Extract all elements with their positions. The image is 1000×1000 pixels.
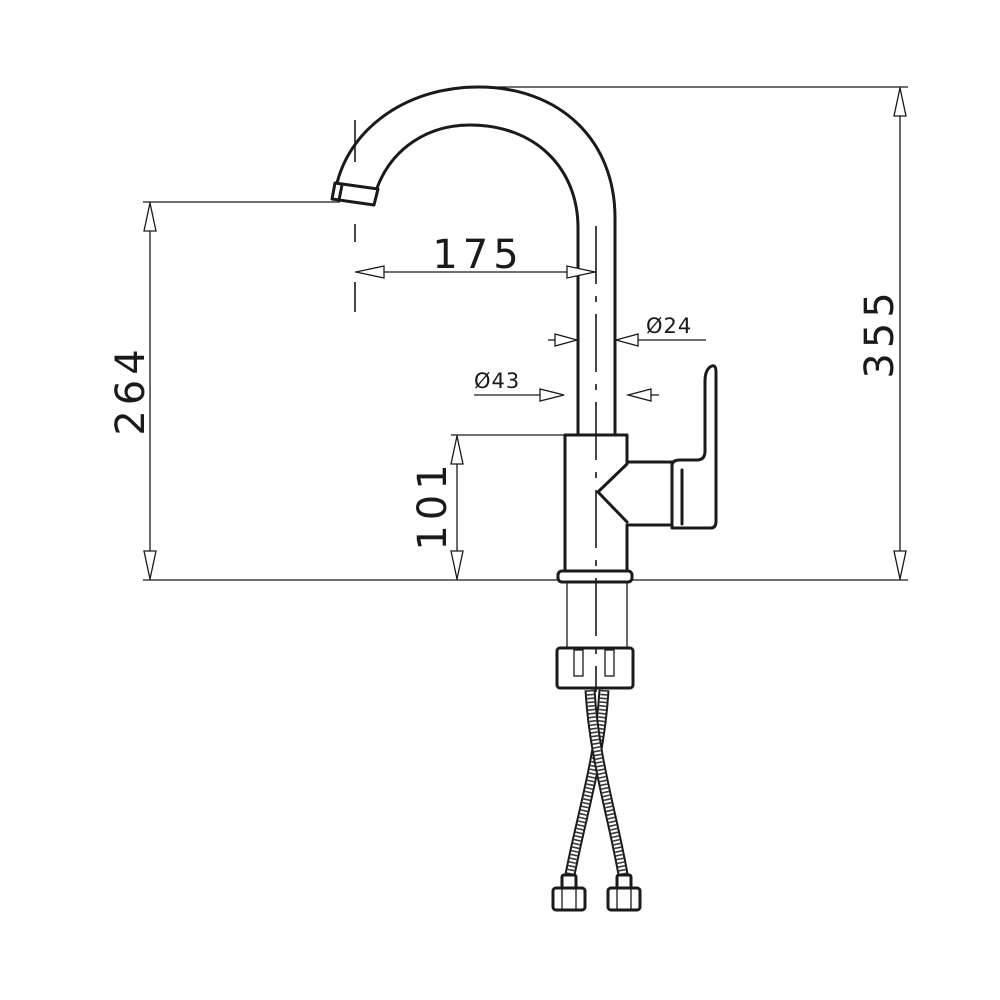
faucet bbox=[330, 85, 718, 692]
hose-right bbox=[584, 689, 630, 881]
dimension-arrow-down bbox=[143, 550, 157, 580]
hose-connector-right bbox=[606, 873, 642, 912]
dimension-arrow-right bbox=[554, 333, 580, 347]
base-ring bbox=[556, 569, 634, 584]
dimension-label-spout-reach: 175 bbox=[432, 232, 523, 278]
dimension-arrow-up bbox=[450, 435, 464, 465]
spout-nozzle-edge bbox=[337, 183, 344, 202]
mounting-nut bbox=[555, 646, 635, 690]
mounting-nut-slot-right bbox=[604, 649, 615, 677]
dimension-arrow-left bbox=[613, 333, 639, 347]
dimension-spout-height: 264 bbox=[108, 202, 157, 580]
dimension-arrow-left bbox=[625, 388, 652, 402]
dimension-arrow-down bbox=[450, 550, 464, 580]
dimension-arrow-up bbox=[893, 87, 907, 117]
dimension-arrow-up bbox=[143, 202, 157, 232]
dimension-body-height: 101 bbox=[410, 435, 464, 580]
extension-lines bbox=[143, 86, 908, 581]
dimension-arrow-right bbox=[566, 265, 596, 279]
dimension-arrow-down bbox=[893, 550, 907, 580]
supply-hoses bbox=[551, 689, 642, 912]
dimension-spout-reach: 175 bbox=[355, 232, 596, 279]
dimension-label-spout-height: 264 bbox=[108, 344, 154, 435]
body-lower-right bbox=[625, 523, 674, 574]
dimension-label-body-diameter: Ø43 bbox=[474, 369, 520, 393]
handle-lever bbox=[670, 364, 718, 530]
body-top bbox=[563, 433, 674, 464]
dimension-pipe-diameter: Ø24 bbox=[548, 314, 706, 347]
dimension-arrow-left bbox=[355, 265, 385, 279]
spout-inner-contour bbox=[375, 123, 580, 437]
dimension-label-pipe-diameter: Ø24 bbox=[646, 314, 692, 338]
hose-connector-left bbox=[551, 873, 587, 912]
mounting-nut-slot-left bbox=[573, 649, 584, 677]
dimension-arrow-right bbox=[539, 388, 565, 402]
spout-nozzle bbox=[330, 181, 380, 207]
dimension-label-body-height: 101 bbox=[410, 459, 456, 550]
hose-left bbox=[563, 689, 610, 881]
cartridge-cone bbox=[596, 462, 629, 524]
dimension-total-height: 355 bbox=[857, 87, 907, 580]
dimension-label-total-height: 355 bbox=[857, 287, 903, 378]
dimension-body-diameter: Ø43 bbox=[474, 369, 659, 402]
spout-outer-contour bbox=[335, 85, 617, 437]
